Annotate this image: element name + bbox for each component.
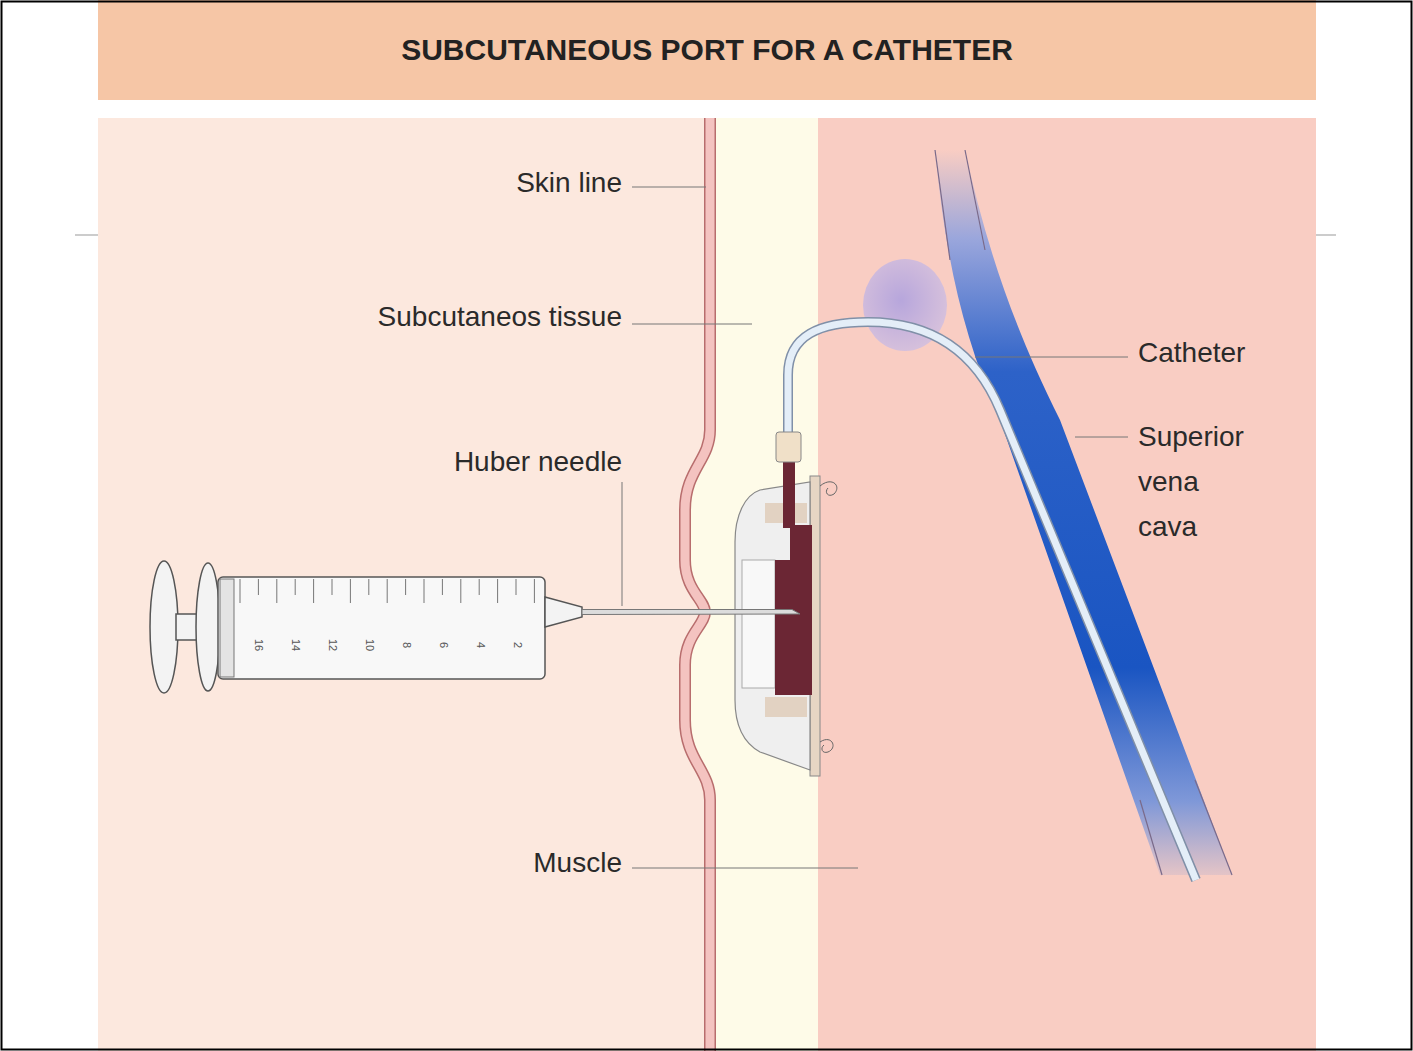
suture [820,482,837,496]
muscle-layer [818,118,1316,1051]
port-insert [765,697,807,717]
part-label: Subcutaneos tissue [378,300,622,334]
title-bar [98,0,1316,100]
suture [820,740,833,753]
scale-tick [295,579,296,595]
vein-edge [1195,780,1232,875]
scale-tick [516,579,517,595]
scale-tick [442,579,443,595]
scale-tick [479,579,480,595]
scale-tick [258,579,259,595]
plunger-thumb [150,561,178,693]
rule [75,235,98,236]
catheter-lumen [788,322,1196,880]
scale-tick [460,579,461,603]
part-label: Catheter [1138,336,1245,370]
scale-number: 12 [327,639,338,651]
leader-line [1075,437,1128,438]
scale-number: 2 [512,642,523,648]
skin-line-fill [685,118,710,1051]
scale-tick [387,579,388,603]
scale-number: 16 [253,639,264,651]
scale-tick [313,579,314,603]
rule [1316,235,1336,236]
scale-number: 6 [438,642,449,648]
port-outlet [783,458,795,528]
vein-edge [1140,800,1162,875]
scale-tick [332,579,333,595]
scale-tick [368,579,369,595]
syringe-tip [545,597,582,627]
title: SUBCUTANEOUS PORT FOR A CATHETER [98,0,1316,100]
part-label: Skin line [516,166,622,200]
port-septum [742,560,775,688]
scale-tick [534,579,535,603]
plunger-rod [176,614,198,640]
leader-line [975,357,1128,358]
catheter [788,322,1196,880]
leader-line [632,324,752,325]
finger-flange [196,563,220,691]
scale-number: 14 [290,639,301,651]
vein-edge [935,150,950,260]
scale-tick [240,579,241,603]
leader-line [622,482,623,606]
scale-tick [497,579,498,603]
skin-line [685,118,710,1051]
outside-ground [98,118,1316,1051]
vein-edge [965,150,985,250]
catheter-connector [776,432,801,462]
part-label: Superior vena cava [1138,414,1244,549]
scale-tick [405,579,406,595]
scale-number: 10 [364,639,375,651]
scale-tick [424,579,425,603]
plunger-stopper [220,579,234,677]
subcutaneous-layer [680,118,818,1051]
scale-tick [276,579,277,603]
scale-number: 4 [475,642,486,648]
leader-line [632,868,858,869]
scale-number: 8 [401,642,412,648]
huber-needle [582,610,800,615]
leader-line [632,187,706,188]
part-label: Huber needle [454,445,622,479]
scale-ticks [240,579,534,603]
scale-tick [350,579,351,603]
part-label: Muscle [533,846,622,880]
syringe-barrel [218,577,545,679]
